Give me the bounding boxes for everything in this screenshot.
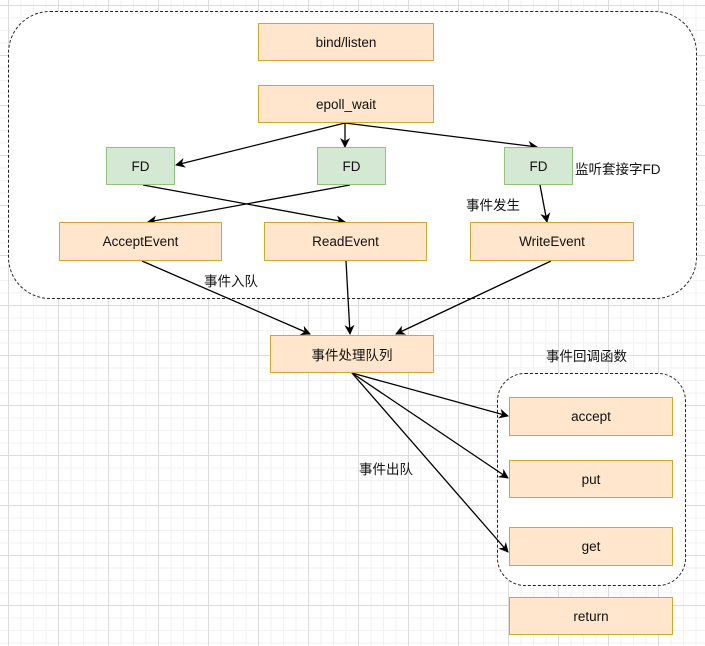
- label-dequeue: 事件出队: [359, 462, 413, 477]
- node-return[interactable]: return: [509, 597, 673, 635]
- node-fd-3[interactable]: FD: [504, 147, 573, 185]
- label-callbacks: 事件回调函数: [546, 349, 627, 364]
- edge-fd3-to-writeevent: [539, 184, 551, 223]
- edge-readevent-to-queue: [344, 260, 355, 335]
- node-callback-put[interactable]: put: [509, 460, 673, 498]
- edge-fd1-to-readevent: [142, 184, 346, 226]
- node-accept-event[interactable]: AcceptEvent: [59, 222, 222, 261]
- node-epoll-wait[interactable]: epoll_wait: [258, 85, 434, 123]
- edge-queue-to-accept: [351, 372, 509, 419]
- edge-acceptevent-to-queue: [141, 260, 311, 335]
- label-event-occurs: 事件发生: [466, 198, 520, 213]
- node-callback-accept[interactable]: accept: [509, 397, 673, 436]
- node-bind-listen[interactable]: bind/listen: [258, 23, 434, 61]
- edge-queue-to-get: [351, 372, 509, 553]
- node-write-event[interactable]: WriteEvent: [470, 222, 634, 261]
- label-enqueue: 事件入队: [204, 274, 258, 289]
- edge-epoll-to-fd1: [175, 122, 346, 168]
- edge-writeevent-to-queue: [395, 260, 552, 335]
- label-listen-fd: 监听套接字FD: [575, 162, 661, 177]
- node-event-queue[interactable]: 事件处理队列: [270, 335, 434, 373]
- edge-epoll-to-fd3: [344, 122, 538, 151]
- node-fd-2[interactable]: FD: [317, 147, 386, 185]
- node-callback-get[interactable]: get: [509, 527, 673, 566]
- node-fd-1[interactable]: FD: [106, 147, 175, 185]
- edge-queue-to-put: [351, 372, 509, 479]
- edge-fd2-to-acceptevent: [147, 184, 351, 226]
- node-read-event[interactable]: ReadEvent: [264, 222, 427, 261]
